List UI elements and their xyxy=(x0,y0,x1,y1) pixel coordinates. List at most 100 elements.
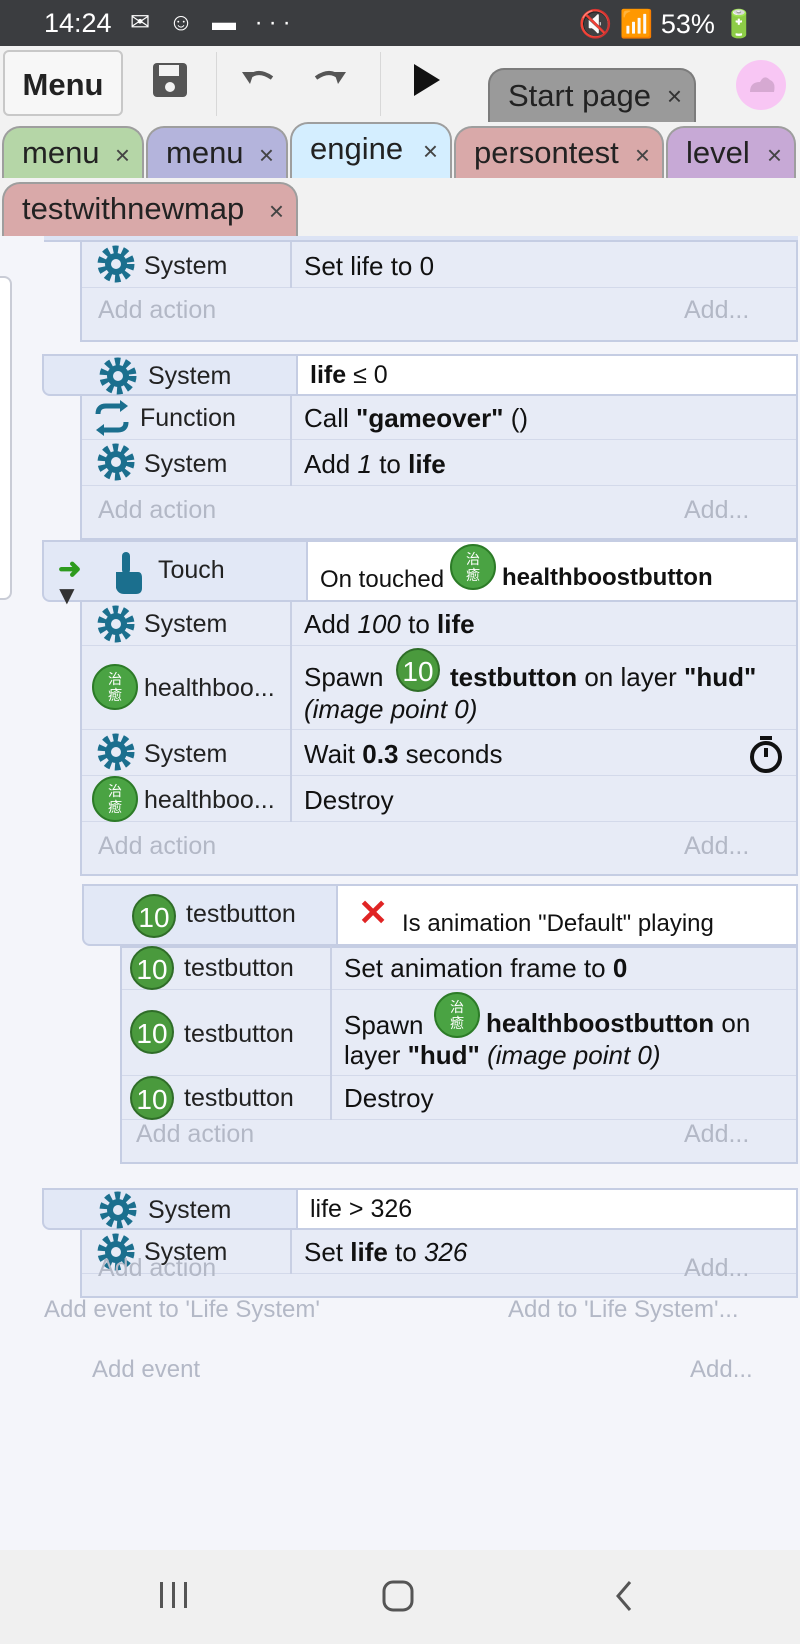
menu-button[interactable]: Menu xyxy=(3,50,123,116)
close-icon[interactable]: × xyxy=(114,140,130,170)
sub-event-condition[interactable]: 10 testbutton ✕ Is animation "Default" p… xyxy=(82,884,798,946)
add-more-link[interactable]: Add... xyxy=(684,832,750,860)
collapse-triangle-icon[interactable]: ▼ xyxy=(54,580,80,610)
tab-label: menu xyxy=(22,135,100,170)
tab-bar-2: testwithnewmap× xyxy=(0,178,800,236)
tab-label: level xyxy=(686,135,750,170)
add-event-link[interactable]: Add event xyxy=(92,1356,201,1383)
action-row[interactable]: System Add 100 to life xyxy=(82,602,796,646)
close-icon[interactable]: × xyxy=(268,196,284,226)
add-more-link[interactable]: Add... xyxy=(684,296,750,324)
avatar[interactable] xyxy=(736,60,786,110)
tab-label: menu xyxy=(166,135,244,170)
sprite-badge-icon: 10 xyxy=(130,946,174,990)
tab-testwithnewmap[interactable]: testwithnewmap× xyxy=(2,182,298,236)
object-name: testbutton xyxy=(184,954,294,982)
event-block xyxy=(80,236,798,342)
action-row[interactable]: System Wait 0.3 seconds xyxy=(82,730,796,776)
event-condition-partial[interactable] xyxy=(44,236,798,242)
gear-icon xyxy=(97,443,135,481)
condition-text[interactable]: On touched 治癒 healthboostbutton xyxy=(306,542,796,600)
add-action-link[interactable]: Add action xyxy=(98,832,217,860)
android-nav-bar xyxy=(0,1550,800,1644)
tab-start-page[interactable]: Start page × xyxy=(488,68,696,122)
save-icon[interactable] xyxy=(150,60,190,100)
back-icon[interactable] xyxy=(610,1578,638,1614)
play-icon[interactable] xyxy=(406,60,446,100)
gear-icon xyxy=(97,733,135,771)
condition-text[interactable]: life > 326 xyxy=(296,1190,796,1228)
action-text: Spawn xyxy=(344,1010,424,1040)
close-icon[interactable]: × xyxy=(666,81,682,111)
sprite-thumbnail-icon: 治癒 xyxy=(434,992,480,1038)
trigger-arrow-icon: ➜ xyxy=(58,553,82,584)
close-icon[interactable]: × xyxy=(258,140,274,170)
condition-text[interactable]: life ≤ 0 xyxy=(296,356,796,394)
notification-icons: ✉ ☺ ▬ ··· xyxy=(130,9,297,36)
close-icon[interactable]: × xyxy=(422,136,438,166)
event-sheet: System Set life to 0 Add action Add... S… xyxy=(0,236,800,1550)
action-row[interactable]: 治癒 healthboo... Spawn 10 testbutton on l… xyxy=(82,646,796,730)
cloud-icon xyxy=(750,77,775,92)
redo-icon[interactable] xyxy=(310,60,350,100)
add-to-group-link[interactable]: Add to 'Life System'... xyxy=(508,1296,739,1323)
add-more-link[interactable]: Add... xyxy=(684,1254,750,1282)
tab-level[interactable]: level × xyxy=(666,126,796,180)
action-text: Set life to 326 xyxy=(304,1237,468,1267)
object-name: System xyxy=(148,1196,232,1224)
home-icon[interactable] xyxy=(380,1578,416,1614)
add-event-to-group-link[interactable]: Add event to 'Life System' xyxy=(44,1296,320,1323)
action-text: Set animation frame to 0 xyxy=(344,953,628,983)
tab-engine[interactable]: engine × xyxy=(290,122,452,180)
tab-label: engine xyxy=(310,131,404,166)
action-row[interactable]: 10 testbutton Spawn 治癒 healthboostbutton… xyxy=(122,990,796,1076)
action-text: Add 1 to life xyxy=(304,449,446,479)
event-condition[interactable]: ➜ Touch On touched 治癒 healthboostbutton xyxy=(42,540,798,602)
tab-bar: menu × menu × engine × persontest × level × xyxy=(0,122,800,180)
add-action-link[interactable]: Add action xyxy=(98,1254,217,1282)
sprite-thumbnail-icon: 治癒 xyxy=(450,544,496,590)
object-name: System xyxy=(144,610,228,638)
invert-x-icon: ✕ xyxy=(358,892,389,933)
action-text: Destroy xyxy=(304,785,394,815)
action-row[interactable]: Function Call "gameover" () xyxy=(82,396,796,440)
gear-icon xyxy=(97,605,135,643)
undo-icon[interactable] xyxy=(238,60,278,100)
close-icon[interactable]: × xyxy=(634,140,650,170)
recent-apps-icon[interactable] xyxy=(156,1578,192,1612)
add-action-link[interactable]: Add action xyxy=(136,1120,255,1148)
add-action-link[interactable]: Add action xyxy=(98,296,217,324)
event-condition[interactable]: System life ≤ 0 xyxy=(42,354,798,396)
object-name: System xyxy=(148,362,232,390)
status-time: 14:24 xyxy=(44,8,112,38)
action-row[interactable]: 治癒 healthboo... Destroy xyxy=(82,776,796,822)
add-action-link[interactable]: Add action xyxy=(98,496,217,524)
add-more-link[interactable]: Add... xyxy=(684,1120,750,1148)
object-name: testbutton xyxy=(186,900,296,928)
event-condition[interactable]: System life > 326 xyxy=(42,1188,798,1230)
sprite-badge-icon: 10 xyxy=(396,648,440,692)
tab-start-page-label: Start page xyxy=(508,78,652,113)
action-row[interactable]: 10 testbutton Destroy xyxy=(122,1076,796,1120)
action-row[interactable]: System Set life to 0 xyxy=(82,242,796,288)
scrollbar[interactable] xyxy=(0,276,12,600)
object-name: Touch xyxy=(158,556,225,584)
add-more-link[interactable]: Add... xyxy=(684,496,750,524)
object-name: testbutton xyxy=(184,1084,294,1112)
object-name: healthboo... xyxy=(144,786,275,814)
action-row[interactable]: System Set life to 326 xyxy=(82,1230,796,1274)
tab-menu-1[interactable]: menu × xyxy=(2,126,144,180)
tab-label: persontest xyxy=(474,135,619,170)
action-row[interactable]: 10 testbutton Set animation frame to 0 xyxy=(122,946,796,990)
tab-persontest[interactable]: persontest × xyxy=(454,126,664,180)
event-block xyxy=(80,372,798,540)
gear-icon xyxy=(97,1233,135,1271)
condition-text[interactable]: ✕ Is animation "Default" playing xyxy=(336,886,796,944)
action-row[interactable]: System Add 1 to life xyxy=(82,440,796,486)
sub-event-block xyxy=(120,946,798,1164)
close-icon[interactable]: × xyxy=(766,140,782,170)
action-text: Call "gameover" () xyxy=(304,403,529,433)
tab-menu-2[interactable]: menu × xyxy=(146,126,288,180)
action-text: Wait 0.3 seconds xyxy=(304,739,503,769)
add-link[interactable]: Add... xyxy=(690,1356,753,1383)
